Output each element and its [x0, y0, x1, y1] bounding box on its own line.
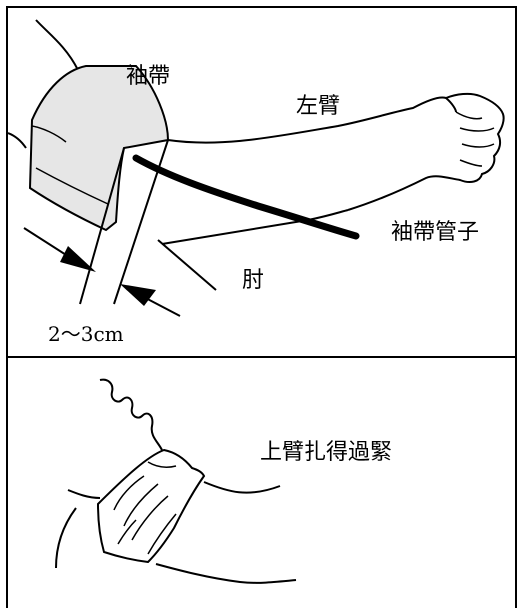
- upper-arm-back-outline: [67, 489, 101, 499]
- cuff-wrinkle-4: [117, 519, 137, 545]
- cuff-inner-edge: [35, 167, 109, 205]
- elbow-pointer-line: [157, 239, 217, 291]
- distance-label: 2～3cm: [48, 322, 124, 346]
- forearm-bottom-outline: [155, 563, 297, 584]
- arm-left-lower-outline: [55, 507, 77, 569]
- cuff-wrinkle-6: [147, 461, 177, 468]
- upper-arm-lower-edge: [8, 132, 27, 149]
- cuff-wrinkle-3: [131, 495, 169, 541]
- finger-line-4: [459, 159, 483, 167]
- tight-cuff-illustration: [55, 378, 297, 584]
- too-tight-label: 上臂扎得過緊: [260, 440, 393, 465]
- finger-line-3: [461, 143, 495, 148]
- upper-arm-outline: [35, 19, 79, 71]
- cuff-tube-label: 袖帶管子: [391, 220, 480, 245]
- cuff-wrinkle-2: [123, 483, 159, 527]
- hand-outline: [347, 92, 505, 211]
- tight-cuff-band: [96, 448, 206, 564]
- arm-cuff-illustration: [8, 19, 505, 317]
- cuff-wrinkle-5: [147, 513, 177, 555]
- forearm-top-outline: [167, 96, 457, 144]
- cuff-tube: [132, 154, 360, 240]
- left-arm-label: 左臂: [296, 94, 341, 119]
- finger-line-2: [459, 127, 495, 132]
- cuff-label: 袖帶: [126, 64, 171, 89]
- forearm-top-outline: [203, 481, 281, 494]
- guide-line-right: [113, 139, 169, 305]
- upper-arm-wavy-outline: [99, 378, 163, 451]
- correct-cuff-placement-panel: 袖帶 左臂 袖帶管子 肘 2～3cm: [6, 6, 517, 364]
- left-arrow-head: [60, 246, 96, 272]
- finger-line-1: [455, 111, 483, 120]
- cuff-band: [28, 65, 170, 232]
- guide-line-left: [79, 147, 125, 305]
- right-arrow-head: [120, 284, 156, 306]
- cuff-top-edge: [31, 125, 67, 143]
- forearm-bottom-outline: [161, 209, 349, 245]
- cuff-wrinkle-1: [113, 475, 145, 511]
- too-tight-cuff-panel: 上臂扎得過緊: [6, 356, 517, 608]
- elbow-label: 肘: [242, 268, 265, 293]
